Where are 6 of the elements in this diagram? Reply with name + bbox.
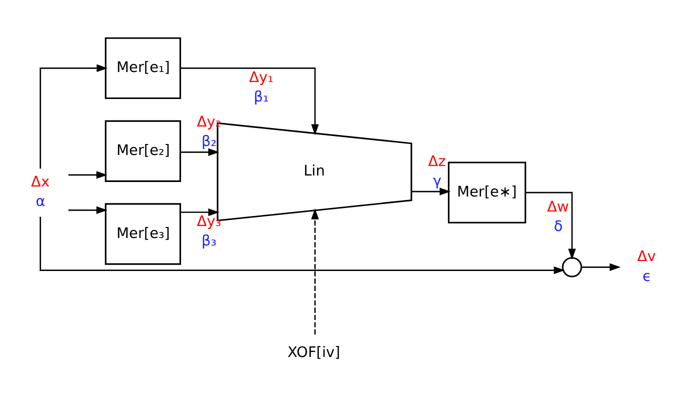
node-text: Δv ϵ: [637, 249, 656, 285]
node-text: Δx α: [31, 174, 50, 210]
edge-label: Δy₁ β₁: [249, 70, 274, 106]
edge-label: Δz γ: [428, 154, 446, 190]
edge-label: Δw δ: [547, 199, 569, 236]
node-text: XOF[iv]: [288, 345, 340, 362]
